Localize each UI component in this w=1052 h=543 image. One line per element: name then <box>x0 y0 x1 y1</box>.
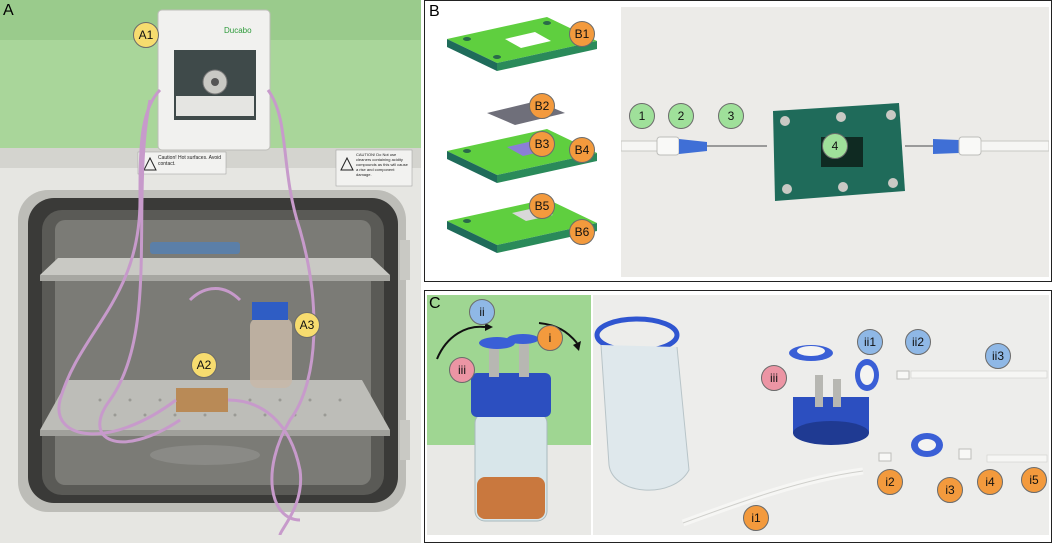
tag-c-i4: i4 <box>977 469 1003 495</box>
panel-a-letter: A <box>3 2 14 19</box>
panel-b-letter: B <box>429 3 440 20</box>
tag-b-4: 4 <box>822 133 848 159</box>
tag-a3: A3 <box>294 312 320 338</box>
tag-c-iii-bottle: iii <box>449 357 475 383</box>
exploded-chip-view <box>447 17 597 253</box>
tag-c-i1: i1 <box>743 505 769 531</box>
tag-c-i: i <box>537 325 563 351</box>
tag-b5: B5 <box>529 193 555 219</box>
assembled-bottle-photo <box>427 295 591 535</box>
tag-c-i2: i2 <box>877 469 903 495</box>
tag-c-ii1: ii1 <box>857 329 883 355</box>
panel-b: B B1 B2 B3 B4 B5 B6 1 2 3 4 <box>424 0 1052 282</box>
tag-c-ii: ii <box>469 299 495 325</box>
warning-left-text: Caution! Hot surfaces. Avoid contact. <box>158 155 221 167</box>
pump-brand-label: Ducabo <box>224 26 252 35</box>
panel-c: C ii i iii iii ii1 ii2 ii3 i1 i2 i3 i4 i… <box>424 290 1052 543</box>
tag-c-i5: i5 <box>1021 467 1047 493</box>
tag-c-i3: i3 <box>937 477 963 503</box>
panel-c-letter: C <box>429 295 441 312</box>
tag-b-2: 2 <box>668 103 694 129</box>
tag-b-3: 3 <box>718 103 744 129</box>
incubator-photo <box>0 0 421 543</box>
tag-a1: A1 <box>133 22 159 48</box>
disassembled-parts-photo <box>593 295 1049 535</box>
tag-c-iii-parts: iii <box>761 365 787 391</box>
tag-c-ii3: ii3 <box>985 343 1011 369</box>
tag-c-ii2: ii2 <box>905 329 931 355</box>
tag-b4: B4 <box>569 137 595 163</box>
tag-b6: B6 <box>569 219 595 245</box>
tag-a2: A2 <box>191 352 217 378</box>
tag-b-1: 1 <box>629 103 655 129</box>
tag-b1: B1 <box>569 21 595 47</box>
panel-a: A A1 A2 A3 Ducabo Caution! Hot surfaces.… <box>0 0 421 543</box>
tag-b3: B3 <box>529 131 555 157</box>
tag-b2: B2 <box>529 93 555 119</box>
warning-right-text: CAUTION! Do Not use cleaners containing … <box>356 152 408 177</box>
